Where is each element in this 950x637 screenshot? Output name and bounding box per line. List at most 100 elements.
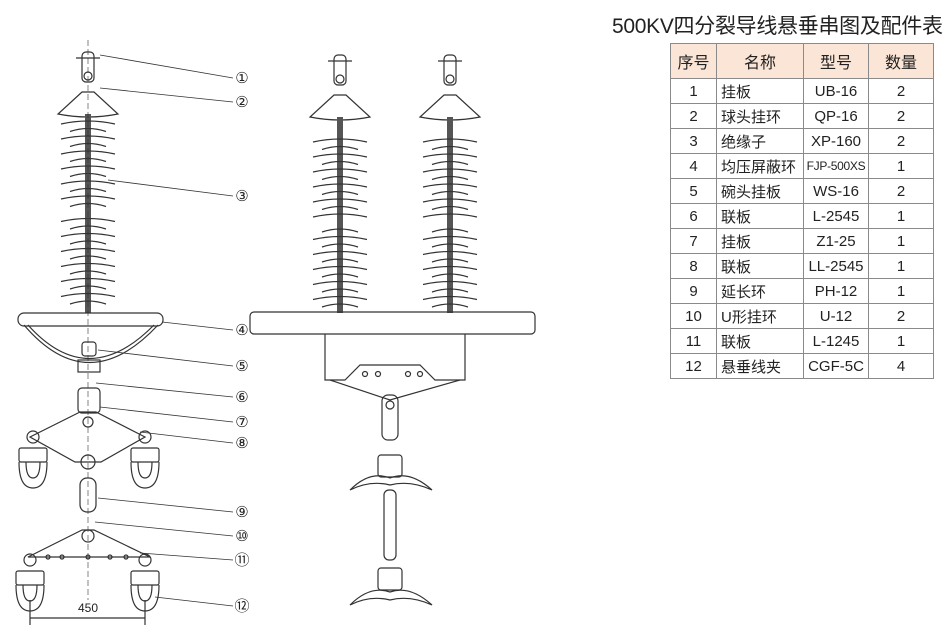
cell-name: 球头挂环 (716, 103, 804, 129)
cell-qty: 4 (868, 353, 934, 379)
cell-model: XP-160 (803, 128, 869, 154)
clamp-saddle (130, 461, 160, 489)
insulator-shed (422, 198, 478, 203)
cell-name: 延长环 (716, 278, 804, 304)
cell-qty: 1 (868, 278, 934, 304)
yoke-hole (404, 370, 412, 378)
extension-link (383, 489, 397, 561)
page-title: 500KV四分裂导线悬垂串图及配件表 (612, 15, 943, 38)
insulator-shed (321, 258, 359, 263)
clamp-body (18, 447, 48, 463)
grading-ring-arc (23, 324, 159, 364)
clamp-eye (138, 430, 152, 444)
yoke-arms (329, 379, 461, 401)
cell-model: QP-16 (803, 103, 869, 129)
insulator-shed (60, 262, 116, 268)
insulator-cap (418, 94, 482, 121)
insulator-shed (312, 168, 368, 173)
single-string-assembly (15, 40, 164, 612)
insulator-shed (321, 243, 359, 248)
cell-name: U形挂环 (716, 303, 804, 329)
leader-line (99, 54, 234, 79)
dimension-label: 450 (78, 601, 98, 615)
insulator-shed (431, 205, 469, 211)
cell-no: 7 (670, 228, 717, 254)
leader-line (139, 552, 234, 561)
col-header-model: 型号 (803, 43, 869, 79)
insulator-shed (422, 213, 478, 218)
insulator-shed (312, 213, 368, 218)
cell-qty: 1 (868, 228, 934, 254)
insulator-shed (312, 250, 368, 256)
insulator-shed (321, 205, 359, 211)
cell-name: 挂板 (716, 78, 804, 104)
clamp-saddle-inner (22, 584, 38, 602)
clamp-body (377, 454, 403, 478)
leader-line (97, 497, 234, 513)
cell-no: 2 (670, 103, 717, 129)
clamp-saddle-inner (137, 461, 153, 479)
cell-no: 8 (670, 253, 717, 279)
cell-model: CGF-5C (803, 353, 869, 379)
cell-qty: 2 (868, 178, 934, 204)
insulator-shed (431, 273, 469, 278)
insulator-shed (312, 295, 368, 301)
clamp-saddle (18, 461, 48, 489)
insulator-shed (321, 228, 359, 233)
cell-no: 1 (670, 78, 717, 104)
callout-number: ① (235, 70, 248, 87)
insulator-shed (312, 198, 368, 203)
chain-link (381, 394, 399, 441)
cell-qty: 2 (868, 78, 934, 104)
clamp-eye (26, 430, 40, 444)
cell-no: 9 (670, 278, 717, 304)
insulator-shed (312, 265, 368, 271)
clevis-pin (335, 74, 345, 84)
cell-model: LL-2545 (803, 253, 869, 279)
yoke-hole (107, 554, 113, 560)
callout-number: ⑧ (235, 435, 248, 452)
cell-no: 5 (670, 178, 717, 204)
dimension-450: 450 (29, 600, 146, 625)
callout-number: ⑦ (235, 414, 248, 431)
insulator-shed (431, 228, 469, 233)
col-header-name: 名称 (716, 43, 804, 79)
callout-number: ⑥ (235, 389, 248, 406)
clamp-body (377, 567, 403, 591)
cell-qty: 2 (868, 128, 934, 154)
cell-name: 联板 (716, 253, 804, 279)
cell-model: WS-16 (803, 178, 869, 204)
clamp-saddle-inner (25, 461, 41, 479)
callout-number: ⑩ (235, 528, 248, 545)
insulator-cap (56, 91, 120, 118)
insulator-shed (422, 265, 478, 271)
insulator-shed (422, 168, 478, 173)
cell-name: 绝缘子 (716, 128, 804, 154)
clamp-lower (349, 589, 433, 606)
insulator-shed (321, 175, 359, 181)
grading-ring-tube (17, 312, 164, 327)
insulator-shed (422, 280, 478, 286)
leader-line (161, 321, 234, 331)
cell-model: PH-12 (803, 278, 869, 304)
clamp-saddle-inner (137, 584, 153, 602)
leader-line (94, 521, 234, 537)
insulator-shed (422, 235, 478, 241)
clevis (443, 54, 457, 86)
insulator-shed (431, 175, 469, 181)
yoke-hole (374, 370, 382, 378)
cell-model: L-1245 (803, 328, 869, 354)
cell-model: FJP-500XS (803, 153, 869, 179)
insulator-shed (321, 303, 359, 308)
insulator-shed (422, 250, 478, 256)
col-header-qty: 数量 (868, 43, 934, 79)
yoke-hole (361, 370, 369, 378)
insulator-shed (69, 127, 107, 133)
cell-no: 11 (670, 328, 717, 354)
yoke-hole (123, 554, 129, 560)
